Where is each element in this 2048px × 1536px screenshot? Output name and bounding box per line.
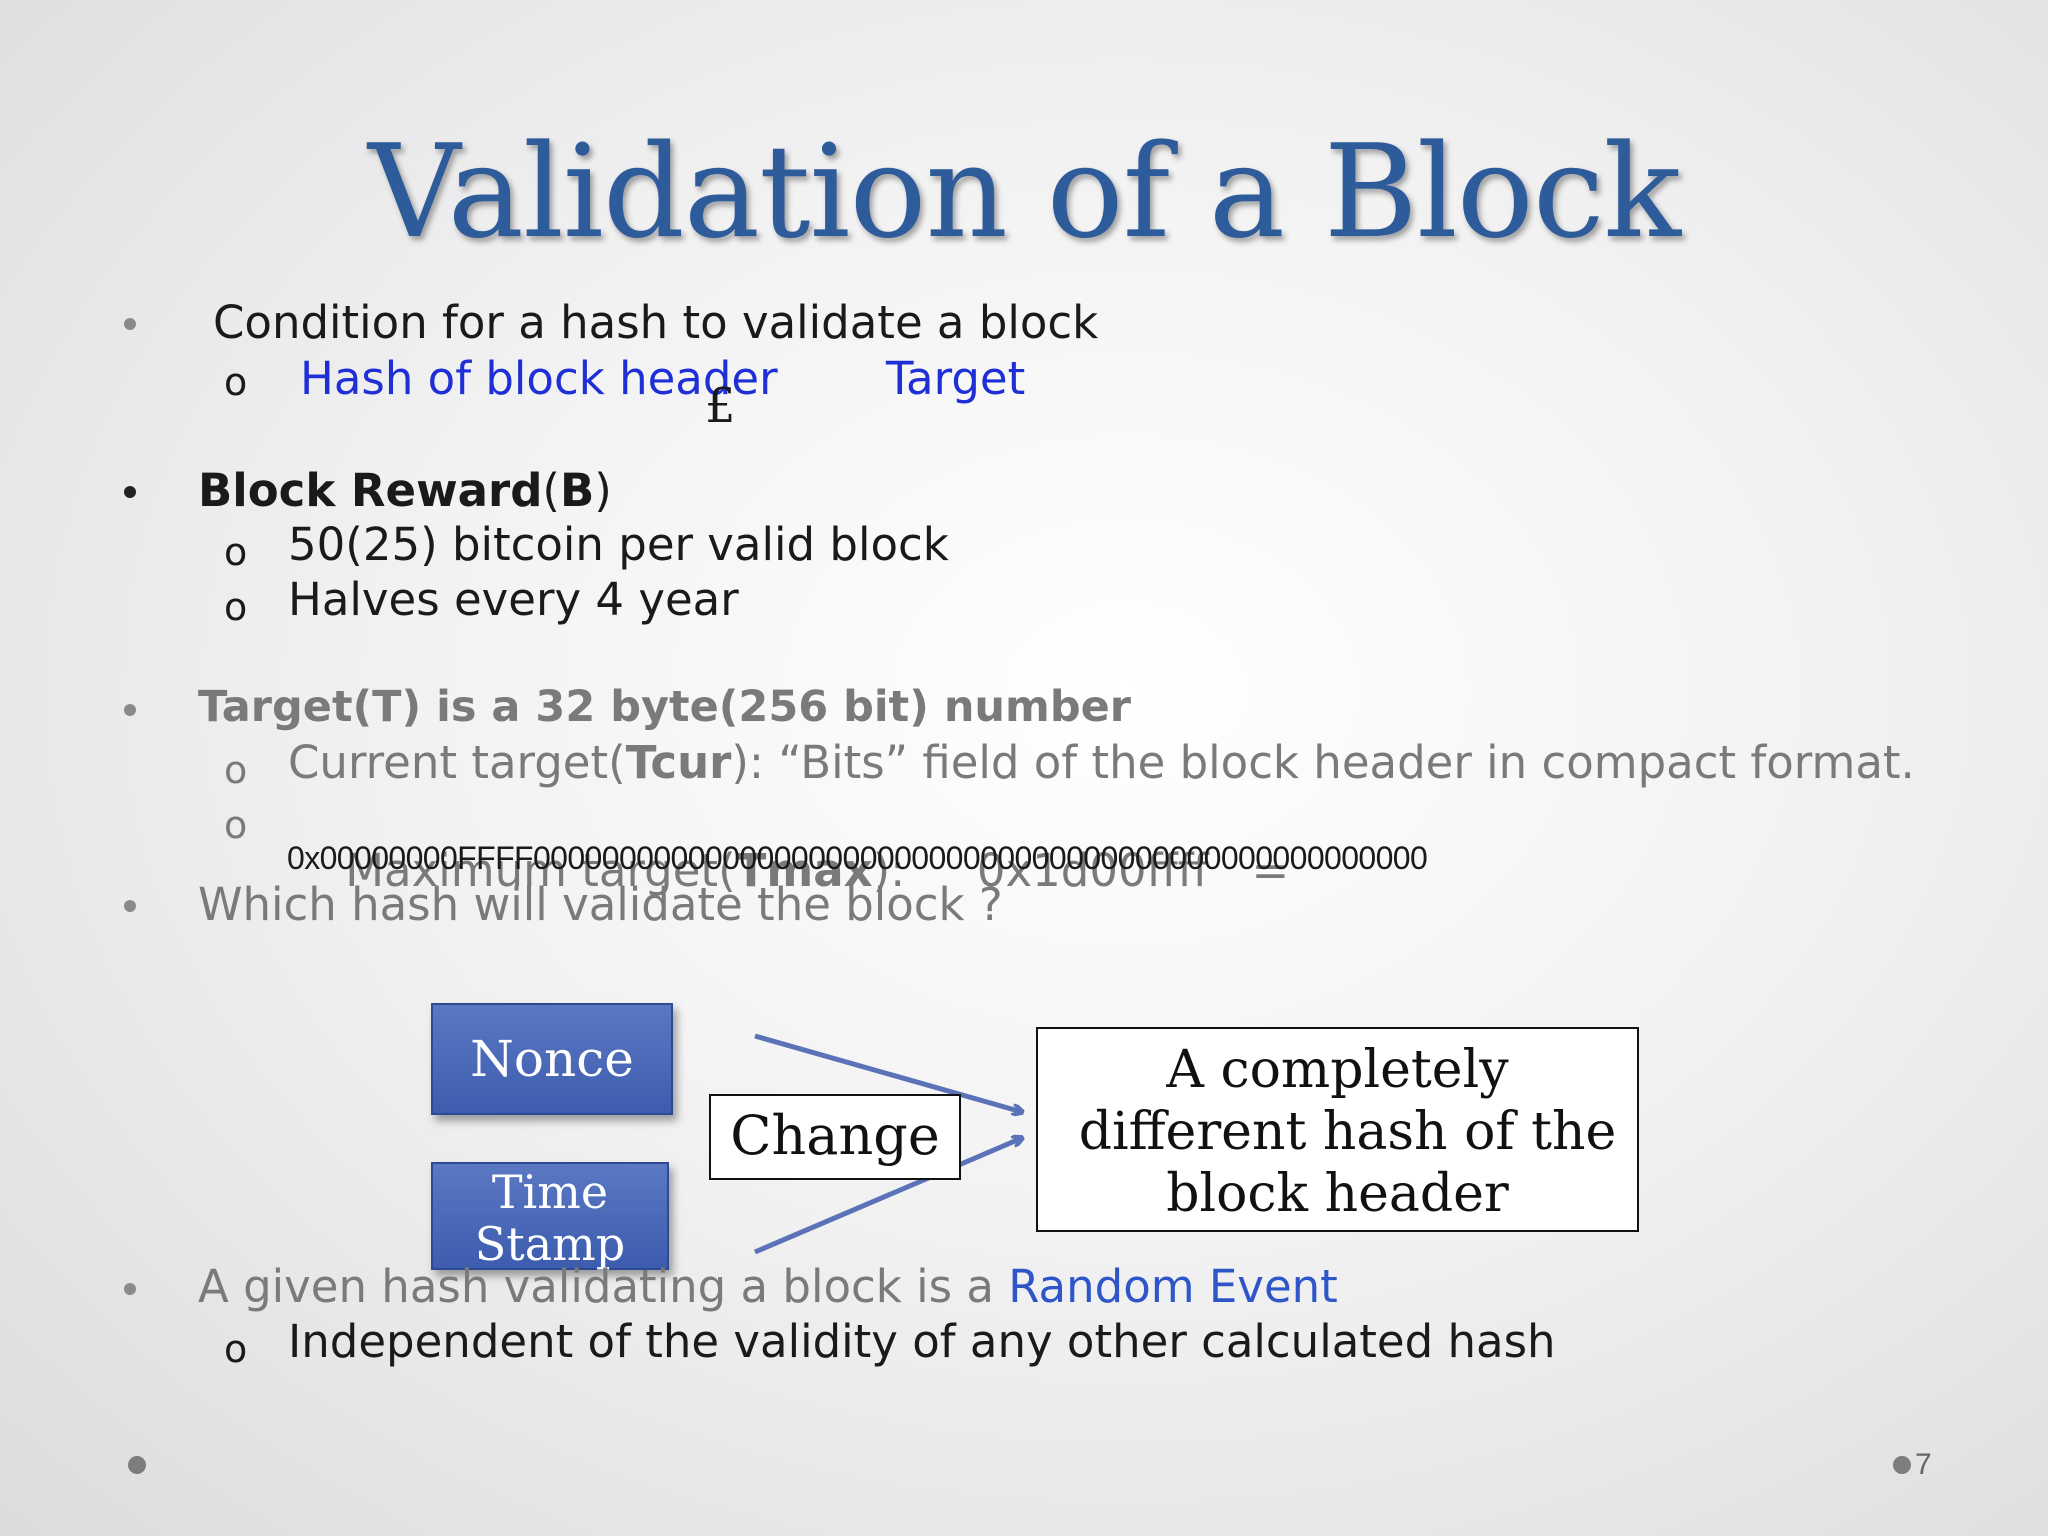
less-equal-symbol: £ <box>705 378 736 434</box>
bullet-target-size: Target(T) is a 32 byte(256 bit) number <box>198 682 1132 732</box>
random-event-term: Random Event <box>1008 1260 1338 1313</box>
change-box: Change <box>709 1094 961 1180</box>
sub-target: Target <box>886 352 1026 405</box>
arrow-from-time-stamp <box>754 1138 1022 1255</box>
nonce-box: Nonce <box>431 1003 673 1115</box>
result-line-2: different hash of the <box>1078 1102 1617 1162</box>
current-target-label: Current target( <box>288 736 626 789</box>
paren-open: ( <box>542 464 560 517</box>
current-target-desc: ): “Bits” field of the block header in c… <box>731 736 1915 789</box>
sub-current-target: Current target(Tcur): “Bits” field of th… <box>288 736 1915 789</box>
arrow-from-nonce <box>754 1033 1022 1112</box>
tmax-label: Tmax <box>735 844 873 897</box>
bullet-dot <box>124 704 136 716</box>
slide-title: Validation of a Block <box>367 118 1681 267</box>
bullet-random-event: A given hash validating a block is a Ran… <box>198 1260 1338 1313</box>
change-label: Change <box>730 1104 940 1167</box>
sub-maximum-target: Maximum target(Tmax): 0x1d00ffff = <box>288 791 1289 950</box>
bullet-which-hash: Which hash will validate the block ? <box>198 878 1003 931</box>
time-stamp-line-1: Time <box>491 1165 609 1219</box>
sub-halves: Halves every 4 year <box>288 573 739 626</box>
bullet-condition: Condition for a hash to validate a block <box>213 296 1099 349</box>
block-reward-symbol: B <box>559 464 595 517</box>
sub-marker: o <box>224 585 248 629</box>
result-line-1: A completely <box>1166 1040 1509 1100</box>
sub-marker: o <box>224 803 248 847</box>
page-number: 7 <box>1915 1448 1932 1481</box>
footer-dot-right <box>1893 1456 1911 1474</box>
sub-marker: o <box>224 530 248 574</box>
block-reward-label: Block Reward <box>198 464 543 517</box>
bullet-dot <box>124 1283 136 1295</box>
bullet-dot <box>124 486 136 498</box>
result-line-3: block header <box>1166 1164 1509 1224</box>
sub-marker: o <box>224 360 248 404</box>
random-event-lead: A given hash validating a block is a <box>198 1260 1009 1313</box>
sub-independent: Independent of the validity of any other… <box>288 1315 1556 1368</box>
footer-dot-left <box>128 1456 146 1474</box>
tcur-label: Tcur <box>625 736 732 789</box>
maximum-target-value: ): 0x1d00ffff = <box>872 844 1290 897</box>
bullet-dot <box>124 318 136 330</box>
bullet-block-reward: Block Reward(B) <box>198 464 612 517</box>
paren-close: ) <box>594 464 612 517</box>
maximum-target-label: Maximum target( <box>345 844 736 897</box>
max-target-hex: 0x00000000FFFF00000000000000000000000000… <box>287 840 1428 876</box>
sub-bitcoin-per-block: 50(25) bitcoin per valid block <box>288 518 949 571</box>
sub-marker: o <box>224 748 248 792</box>
time-stamp-box: Time Stamp <box>431 1162 669 1270</box>
nonce-label: Nonce <box>470 1030 634 1088</box>
sub-marker: o <box>224 1327 248 1371</box>
bullet-dot <box>124 900 136 912</box>
sub-hash-of-block-header: Hash of block header <box>300 352 778 405</box>
time-stamp-line-2: Stamp <box>474 1217 626 1271</box>
result-box: A completely different hash of the block… <box>1036 1027 1639 1232</box>
